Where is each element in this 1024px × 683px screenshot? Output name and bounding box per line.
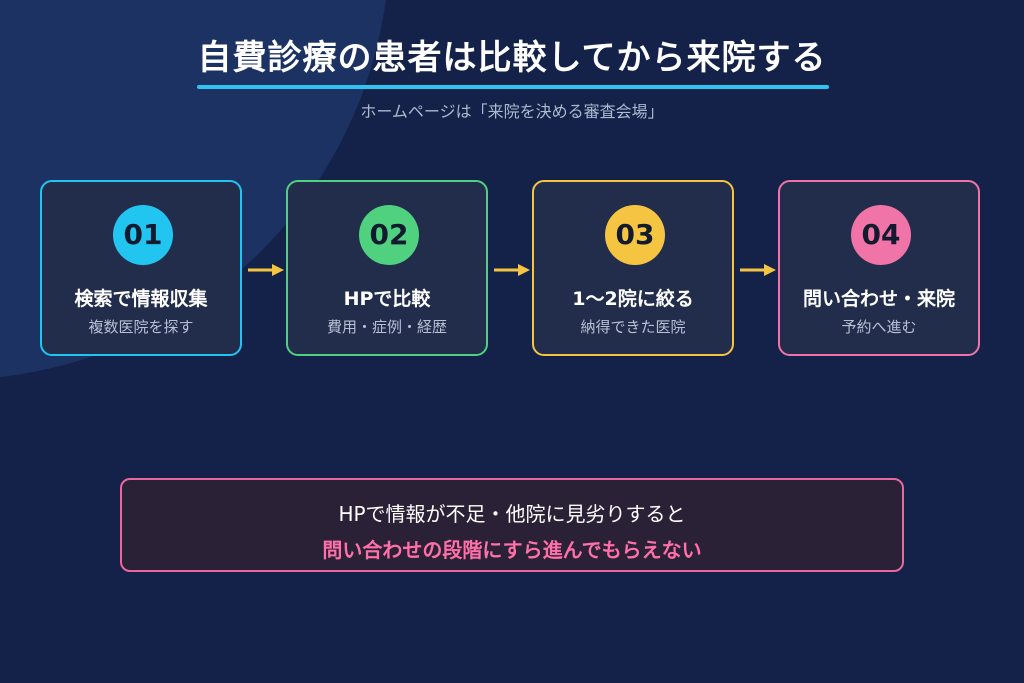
step-subtitle: 費用・症例・経歴 [326,318,447,336]
page-subtitle: ホームページは「来院を決める審査会場」 [360,102,664,121]
step-title: 1〜2院に絞る [572,288,694,310]
step-subtitle: 予約へ進む [841,318,917,336]
step-number-badge: 03 [605,205,665,265]
warning-notice-box: HPで情報が不足・他院に見劣りすると 問い合わせの段階にすら進んでもらえない [120,478,904,572]
notice-line-2-emphasis: 問い合わせの段階にすら進んでもらえない [322,538,702,562]
step-card-3: 03 1〜2院に絞る 納得できた医院 [532,180,734,356]
step-title: HPで比較 [343,288,431,310]
page-title: 自費診療の患者は比較してから来院する [197,38,827,78]
step-card-1: 01 検索で情報収集 複数医院を探す [40,180,242,356]
notice-line-1: HPで情報が不足・他院に見劣りすると [338,502,686,526]
arrow-right-icon [248,264,284,276]
step-subtitle: 納得できた医院 [580,318,686,336]
step-subtitle: 複数医院を探す [88,318,194,336]
step-flow: 01 検索で情報収集 複数医院を探す 02 HPで比較 費用・症例・経歴 03 … [40,180,984,360]
step-title: 問い合わせ・来院 [802,288,955,310]
arrow-right-icon [494,264,530,276]
arrow-right-icon [740,264,776,276]
title-underline [197,85,829,89]
step-number-badge: 01 [113,205,173,265]
step-card-2: 02 HPで比較 費用・症例・経歴 [286,180,488,356]
step-number-badge: 02 [359,205,419,265]
step-card-4: 04 問い合わせ・来院 予約へ進む [778,180,980,356]
step-title: 検索で情報収集 [74,288,208,310]
step-number-badge: 04 [851,205,911,265]
